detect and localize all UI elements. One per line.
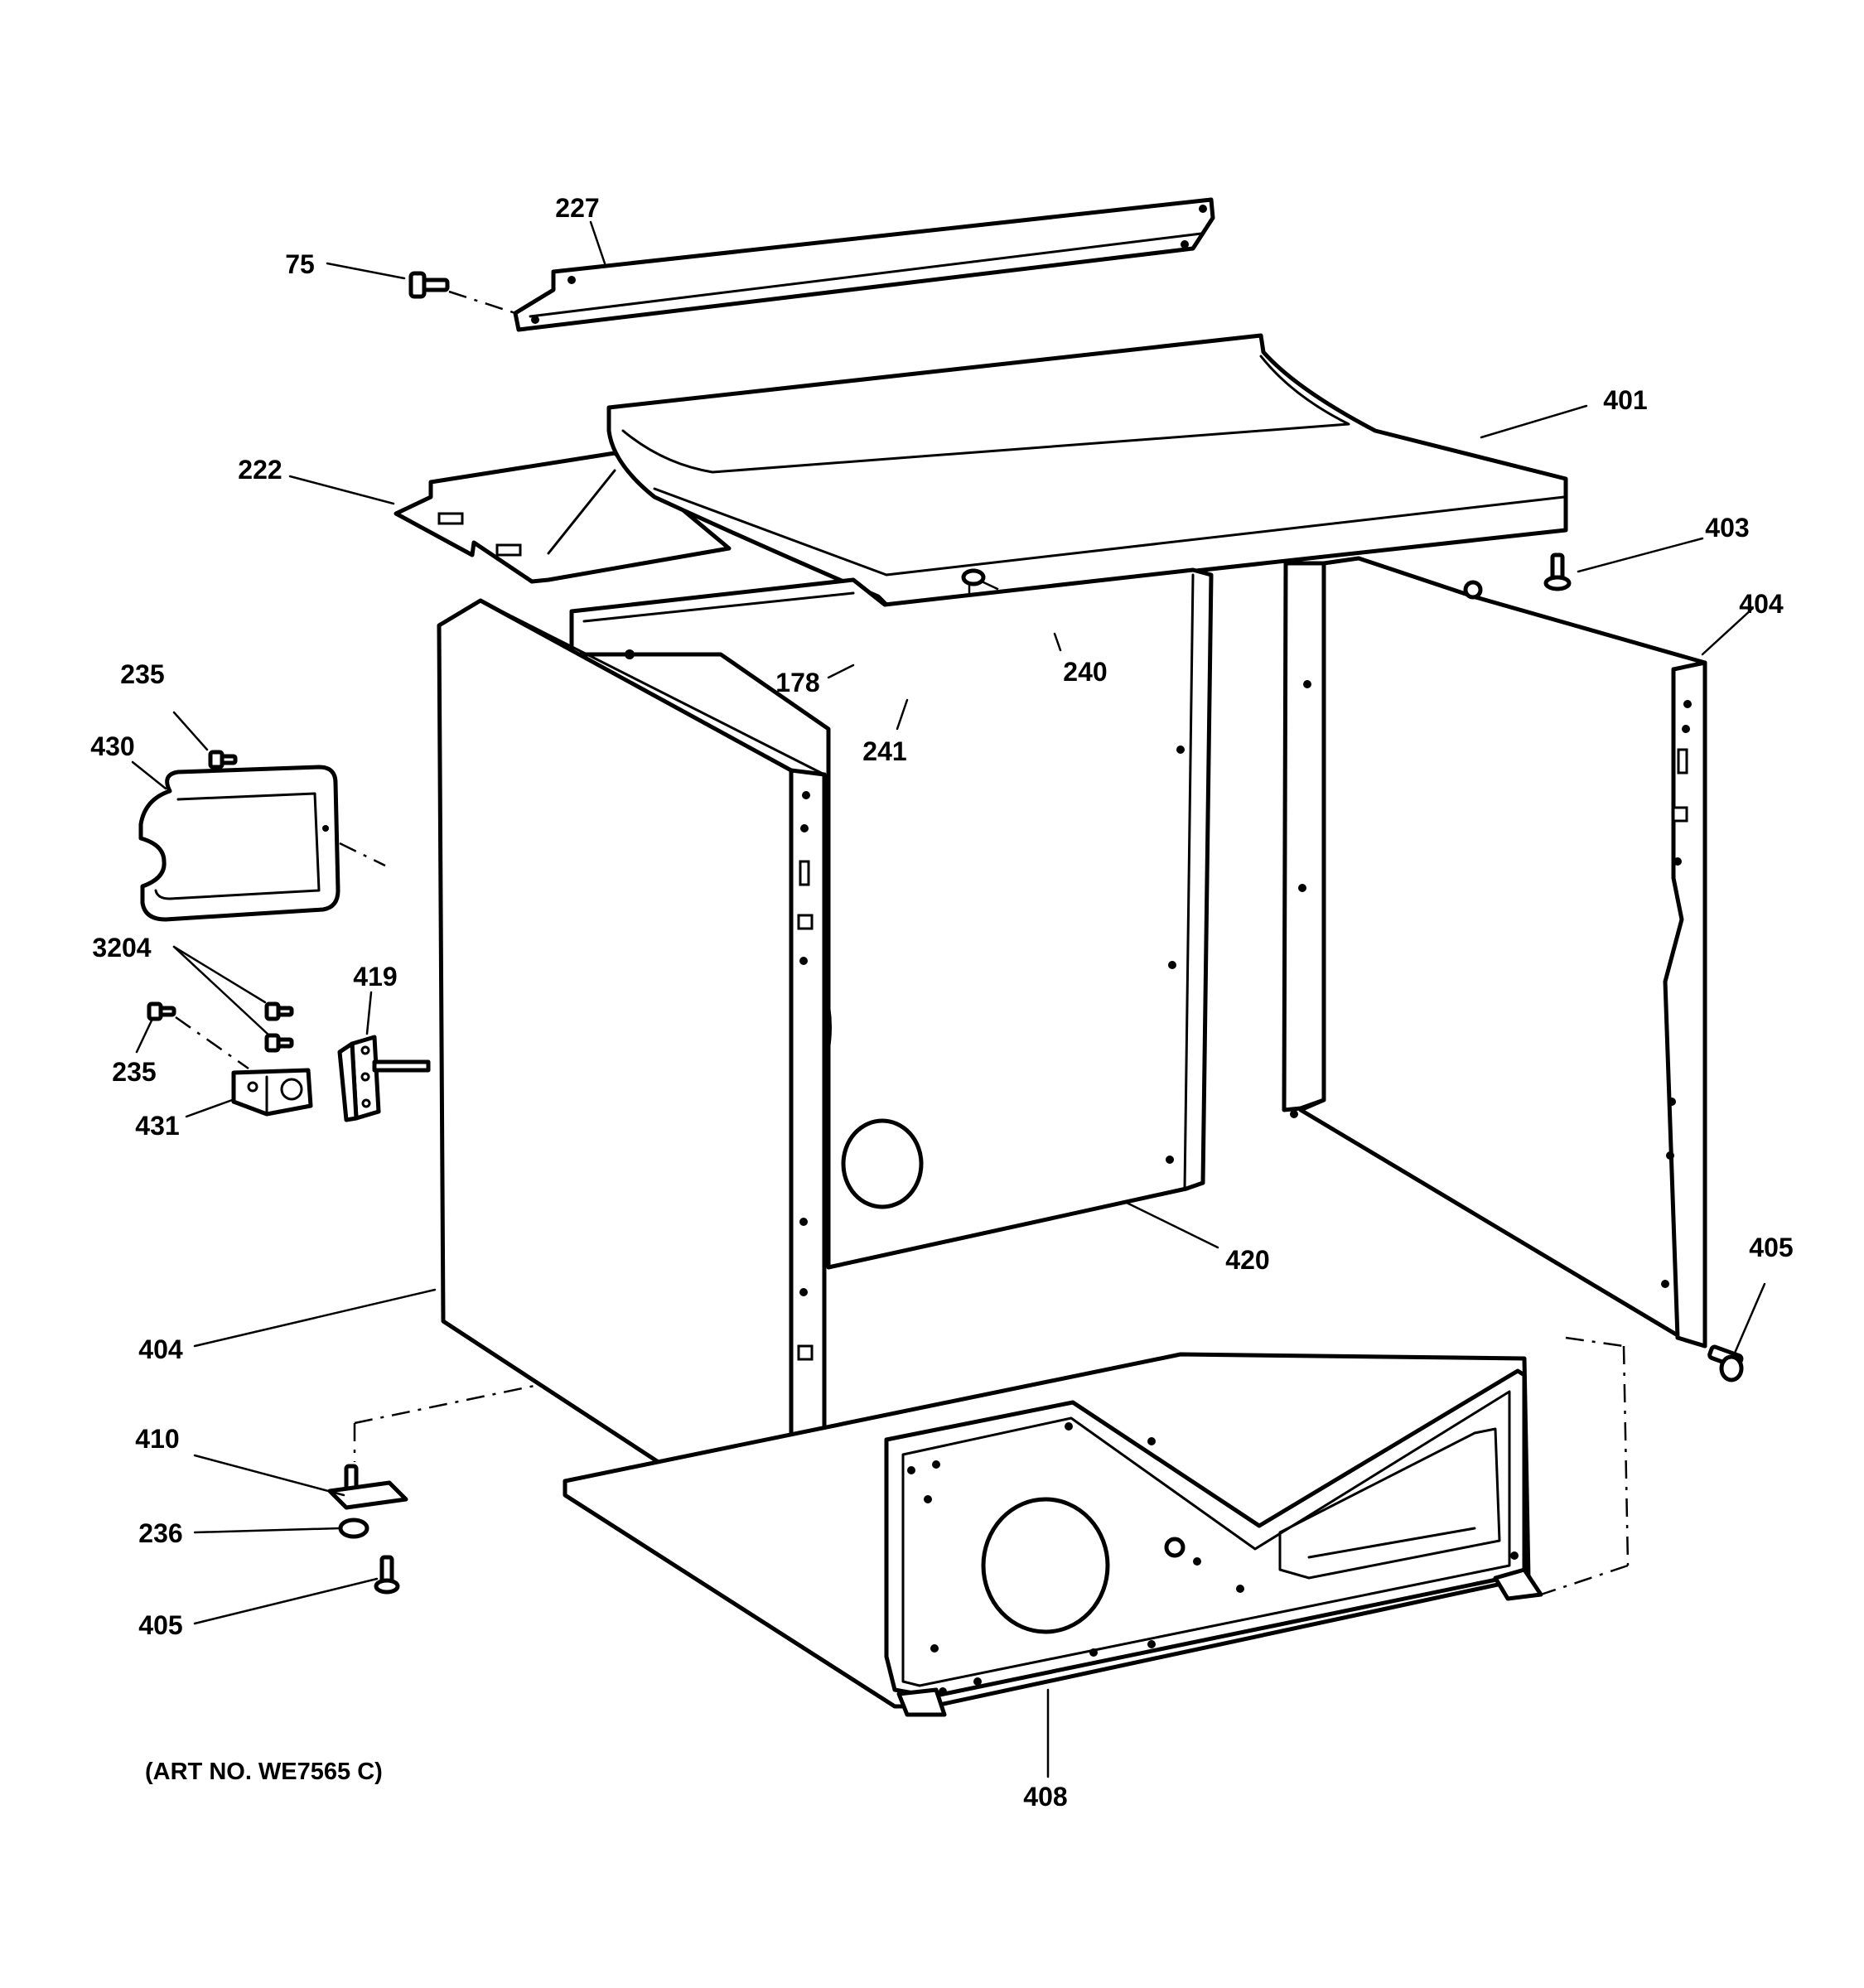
part-235-screw-top [208, 750, 238, 770]
part-431-bracket [231, 1068, 313, 1117]
callout-404-right: 404 [1739, 589, 1784, 619]
callout-430: 430 [90, 731, 134, 761]
callout-404-left: 404 [138, 1334, 183, 1364]
callout-403: 403 [1705, 513, 1749, 543]
callout-420: 420 [1225, 1245, 1269, 1275]
callout-235-top: 235 [120, 659, 164, 689]
leader-lines [131, 220, 1766, 1778]
callout-410: 410 [135, 1424, 179, 1454]
part-227-bracket [513, 197, 1215, 332]
callout-236: 236 [138, 1518, 182, 1548]
part-401-top-panel [606, 333, 1568, 607]
part-430-bezel [138, 765, 386, 922]
part-236-pad [338, 1518, 369, 1539]
part-404-left-side-panel [437, 598, 832, 1551]
part-408-base-frame [563, 1352, 1543, 1717]
callout-241: 241 [862, 736, 906, 766]
callout-235-mid: 235 [112, 1057, 156, 1087]
callout-431: 431 [135, 1111, 179, 1141]
callout-405-right: 405 [1749, 1233, 1793, 1262]
callout-227: 227 [555, 193, 599, 223]
callout-3204: 3204 [92, 933, 151, 963]
callout-178: 178 [775, 668, 819, 697]
part-404-right-side-panel [1282, 556, 1707, 1349]
callout-419: 419 [353, 962, 397, 992]
part-420-rear-panel [569, 567, 1214, 1270]
callout-240: 240 [1063, 657, 1107, 687]
part-410-foot-bracket [327, 1383, 539, 1510]
part-419-terminal-block [337, 1035, 431, 1122]
part-235-screw-mid [147, 1001, 249, 1070]
callout-222: 222 [238, 455, 282, 485]
callout-408: 408 [1023, 1782, 1067, 1812]
callout-75: 75 [285, 249, 315, 279]
part-75-screw [408, 271, 516, 315]
part-3204-screws [264, 1001, 294, 1053]
callout-401: 401 [1603, 385, 1647, 415]
callout-405-left: 405 [138, 1610, 182, 1640]
art-number: (ART NO. WE7565 C) [145, 1759, 383, 1785]
part-403-screw [1543, 552, 1572, 591]
part-405-screw-left [374, 1555, 400, 1595]
part-405-screw-right [1707, 1344, 1744, 1382]
